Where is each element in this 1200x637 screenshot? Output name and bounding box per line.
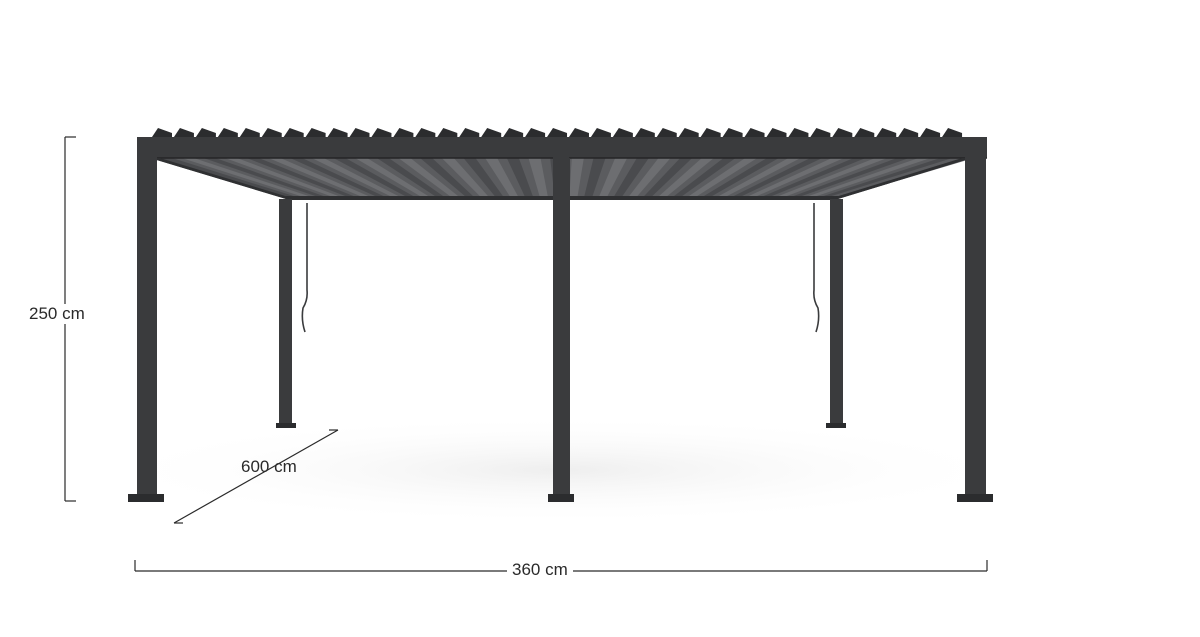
right-crank-rod	[813, 203, 820, 333]
louver-tooth	[612, 128, 633, 137]
louver-tooth	[371, 128, 392, 137]
width-dimension-label: 360 cm	[507, 560, 573, 580]
louver-slat	[333, 158, 417, 198]
louver-tooth	[415, 128, 436, 137]
louver-slats	[160, 158, 974, 198]
louver-slat	[759, 158, 866, 198]
back-left-post	[276, 199, 296, 428]
louver-tooth	[766, 128, 787, 137]
louver-tooth	[876, 128, 897, 137]
louver-slat	[569, 158, 584, 198]
louver-tooth	[152, 128, 172, 137]
louver-slat	[420, 158, 476, 198]
louver-slat	[485, 158, 519, 198]
front-left-post	[128, 137, 164, 502]
louver-slat	[613, 158, 649, 198]
louver-slat	[376, 158, 446, 198]
louver-tooth	[590, 128, 611, 137]
louver-tooth	[656, 128, 677, 137]
louver-slat	[817, 158, 953, 198]
louver-tooth	[722, 128, 743, 137]
louver-tooth	[503, 128, 524, 137]
louver-slat	[598, 158, 628, 198]
louver-tooth	[393, 128, 414, 137]
louver-slat	[715, 158, 801, 198]
louver-tooth	[217, 128, 238, 137]
louver-tooth	[349, 128, 370, 137]
louver-tooth	[459, 128, 480, 137]
louver-slat	[203, 158, 330, 198]
louver-slat	[160, 158, 300, 198]
louver-slat	[355, 158, 432, 198]
louver-tooth	[261, 128, 282, 137]
louver-tooth	[305, 128, 326, 137]
louver-slat	[656, 158, 714, 198]
louver-tooth	[744, 128, 765, 137]
louver-slat	[311, 158, 403, 198]
louver-tooth	[678, 128, 699, 137]
louver-slat	[642, 158, 693, 198]
louver-slat	[671, 158, 736, 198]
front-center-post	[548, 158, 574, 502]
louver-tooth	[525, 128, 546, 137]
louver-slat	[744, 158, 844, 198]
louver-tooth	[481, 128, 502, 137]
louver-tooth	[173, 128, 194, 137]
louver-tooth	[547, 128, 568, 137]
front-right-post	[957, 137, 993, 502]
height-dimension-label: 250 cm	[24, 304, 90, 324]
louver-top-edges	[152, 128, 963, 137]
louver-tooth	[700, 128, 721, 137]
back-right-post	[826, 199, 846, 428]
louver-slat	[528, 158, 549, 198]
louver-slat	[627, 158, 671, 198]
louver-slat	[788, 158, 909, 198]
louver-slat	[729, 158, 823, 198]
louver-slat	[441, 158, 490, 198]
louver-tooth	[810, 128, 831, 137]
left-crank-rod	[301, 203, 308, 333]
right-side-beam	[832, 158, 972, 199]
louver-tooth	[920, 128, 941, 137]
louver-slat	[463, 158, 505, 198]
louver-slat	[802, 158, 931, 198]
louver-tooth	[437, 128, 458, 137]
depth-dimension-line	[173, 429, 339, 524]
louver-tooth	[832, 128, 853, 137]
louver-tooth	[788, 128, 809, 137]
louver-tooth	[195, 128, 216, 137]
louver-tooth	[283, 128, 304, 137]
depth-dimension-label: 600 cm	[241, 457, 297, 476]
louver-tooth	[239, 128, 260, 137]
louver-tooth	[942, 128, 963, 137]
louver-tooth	[568, 128, 589, 137]
roof	[137, 128, 987, 200]
louver-slat	[773, 158, 888, 198]
louver-slat	[506, 158, 534, 198]
louver-slat	[225, 158, 344, 198]
louver-slat	[290, 158, 388, 198]
louver-slat	[268, 158, 373, 198]
louver-slat	[246, 158, 359, 198]
louver-slat	[686, 158, 758, 198]
louver-slat	[583, 158, 606, 198]
louver-slat	[700, 158, 779, 198]
louver-tooth	[634, 128, 655, 137]
louver-slat	[181, 158, 315, 198]
louver-slat	[398, 158, 461, 198]
left-side-beam	[150, 158, 292, 199]
louver-tooth	[898, 128, 919, 137]
louver-tooth	[854, 128, 875, 137]
louver-tooth	[327, 128, 348, 137]
